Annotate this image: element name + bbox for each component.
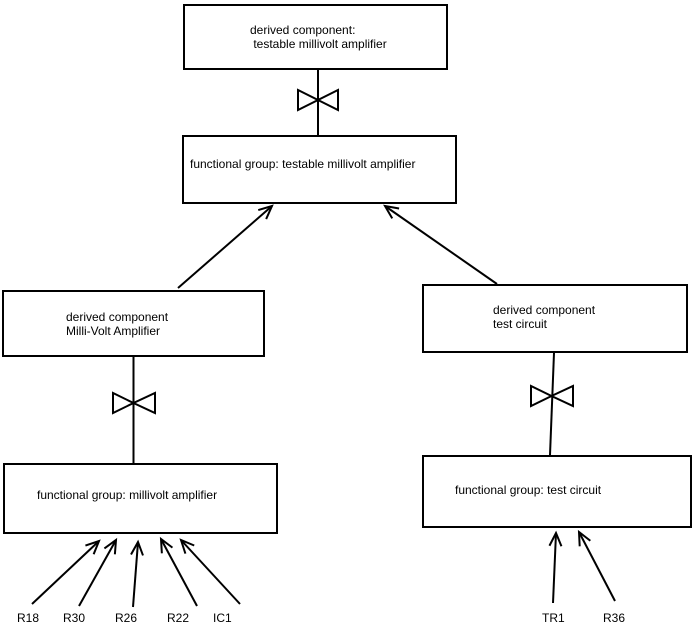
leaf-label-r26: R26: [115, 611, 138, 625]
node-text-line: derived component: [493, 303, 596, 317]
bowtie-symbol-top: [297, 88, 339, 112]
arrow-r26: [130, 539, 144, 608]
leaf-label-ic1: IC1: [213, 611, 232, 625]
leaf-label-r22: R22: [167, 611, 190, 625]
node-text-line: functional group: testable millivolt amp…: [190, 157, 416, 171]
node-text-line: Milli-Volt Amplifier: [66, 324, 161, 338]
leaf-label-r18: R18: [17, 611, 40, 625]
arrow-left-derived-to-central: [177, 204, 274, 289]
node-text-line: testable millivolt amplifier: [250, 37, 387, 51]
bowtie-symbol-right: [530, 384, 574, 408]
node-text-line: derived component:: [250, 23, 356, 37]
arrow-r18: [31, 539, 101, 605]
arrow-tr1: [548, 530, 563, 604]
leaf-label-r30: R30: [63, 611, 86, 625]
arrow-r30: [78, 537, 118, 607]
leaf-label-tr1: TR1: [542, 611, 565, 625]
node-derived-milli-volt-amplifier: derived component Milli-Volt Amplifier: [2, 290, 265, 357]
node-text-line: test circuit: [493, 317, 548, 331]
arrow-right-derived-to-central: [383, 204, 498, 285]
arrow-ic1: [179, 538, 241, 605]
node-derived-testable-millivolt-amplifier: derived component: testable millivolt am…: [183, 4, 448, 70]
node-functional-group-millivolt-amplifier: functional group: millivolt amplifier: [3, 463, 278, 534]
leaf-label-r36: R36: [603, 611, 626, 625]
node-text-line: derived component: [66, 310, 169, 324]
arrow-r36: [577, 529, 616, 602]
arrow-r22: [159, 536, 198, 607]
node-functional-group-test-circuit: functional group: test circuit: [422, 455, 692, 528]
connector-right-derived-to-functional: [549, 352, 555, 456]
bowtie-symbol-left: [112, 391, 156, 415]
node-functional-group-testable-millivolt-amplifier: functional group: testable millivolt amp…: [182, 135, 457, 204]
node-derived-test-circuit: derived component test circuit: [422, 284, 688, 353]
node-text-line: functional group: test circuit: [455, 483, 602, 497]
node-text-line: functional group: millivolt amplifier: [37, 488, 218, 502]
